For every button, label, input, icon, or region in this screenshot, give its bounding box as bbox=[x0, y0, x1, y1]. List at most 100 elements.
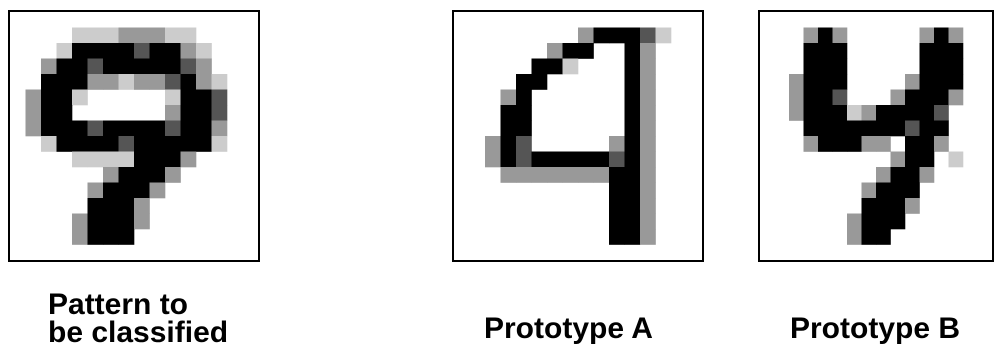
pixel bbox=[516, 151, 532, 168]
pixel bbox=[72, 151, 88, 168]
pixel bbox=[134, 120, 150, 137]
pixel bbox=[211, 105, 228, 121]
pixel bbox=[180, 105, 197, 121]
pixel bbox=[516, 167, 532, 183]
pixel bbox=[87, 229, 104, 245]
prototype-b-bitmap bbox=[789, 27, 964, 245]
pixel bbox=[624, 182, 641, 199]
pixel bbox=[87, 213, 104, 230]
pixel bbox=[624, 120, 641, 137]
pixel bbox=[562, 58, 579, 75]
pixel bbox=[876, 120, 891, 137]
pixel bbox=[165, 89, 181, 106]
pixel bbox=[876, 229, 891, 245]
pixel bbox=[624, 198, 641, 214]
pixel bbox=[103, 43, 119, 59]
pixel bbox=[919, 58, 935, 75]
pixel bbox=[593, 167, 610, 183]
pixel bbox=[180, 27, 197, 44]
pixel bbox=[861, 182, 877, 199]
caption-pattern-line-2: be classified bbox=[48, 316, 229, 349]
pixel bbox=[211, 120, 228, 137]
pixel bbox=[876, 182, 891, 199]
pixel bbox=[25, 105, 42, 121]
pixel bbox=[562, 43, 579, 59]
pixel bbox=[919, 27, 935, 44]
pixel bbox=[919, 74, 935, 90]
pixel bbox=[624, 151, 641, 168]
pixel bbox=[578, 151, 594, 168]
pixel bbox=[818, 136, 833, 152]
pixel bbox=[948, 43, 964, 59]
pixel bbox=[890, 151, 906, 168]
pixel bbox=[640, 43, 656, 59]
pixel bbox=[118, 198, 135, 214]
pixel bbox=[905, 182, 920, 199]
pixel bbox=[609, 167, 625, 183]
pixel bbox=[196, 58, 212, 75]
pixel bbox=[624, 74, 641, 90]
pixel bbox=[609, 151, 625, 168]
pixel bbox=[640, 198, 656, 214]
pixel bbox=[640, 213, 656, 230]
pixel bbox=[890, 213, 906, 230]
pixel bbox=[934, 89, 949, 106]
pixel bbox=[165, 43, 181, 59]
pixel bbox=[948, 151, 964, 168]
pixel bbox=[609, 27, 625, 44]
pixel bbox=[803, 136, 819, 152]
pixel bbox=[531, 151, 548, 168]
pixel bbox=[919, 136, 935, 152]
pixel bbox=[861, 229, 877, 245]
pixel bbox=[919, 151, 935, 168]
pixel bbox=[72, 229, 88, 245]
pixel bbox=[832, 74, 848, 90]
pixel bbox=[919, 120, 935, 137]
pixel bbox=[905, 151, 920, 168]
pixel bbox=[832, 43, 848, 59]
caption-pattern-line-1: Pattern to bbox=[48, 288, 189, 321]
pixel bbox=[196, 105, 212, 121]
pixel bbox=[861, 213, 877, 230]
pixel bbox=[905, 120, 920, 137]
pixel bbox=[876, 213, 891, 230]
pixel bbox=[803, 120, 819, 137]
pixel bbox=[640, 167, 656, 183]
pixel bbox=[87, 120, 104, 137]
pixel bbox=[609, 182, 625, 199]
pixel bbox=[919, 167, 935, 183]
pixel bbox=[547, 151, 563, 168]
pixel bbox=[56, 74, 73, 90]
pixel bbox=[87, 27, 104, 44]
pixel bbox=[847, 213, 862, 230]
pixel bbox=[103, 151, 119, 168]
pixel bbox=[905, 198, 920, 214]
pixel bbox=[818, 58, 833, 75]
pixel bbox=[25, 89, 42, 106]
pixel bbox=[640, 151, 656, 168]
pixel bbox=[149, 58, 166, 75]
pixel bbox=[876, 105, 891, 121]
pixel bbox=[905, 74, 920, 90]
pixel bbox=[640, 89, 656, 106]
pixel bbox=[818, 74, 833, 90]
pixel bbox=[149, 151, 166, 168]
pixel bbox=[516, 89, 532, 106]
pixel bbox=[56, 58, 73, 75]
pixel bbox=[890, 182, 906, 199]
pixel bbox=[640, 120, 656, 137]
pixel bbox=[500, 151, 517, 168]
pixel bbox=[72, 89, 88, 106]
pixel bbox=[516, 74, 532, 90]
pixel bbox=[87, 74, 104, 90]
pixel bbox=[890, 198, 906, 214]
pixel bbox=[624, 105, 641, 121]
pixel bbox=[919, 105, 935, 121]
pixel bbox=[41, 58, 57, 75]
pixel bbox=[803, 43, 819, 59]
pixel bbox=[72, 74, 88, 90]
pixel bbox=[134, 182, 150, 199]
pattern-to-classify-image bbox=[8, 10, 260, 262]
pixel bbox=[56, 43, 73, 59]
pixel bbox=[847, 105, 862, 121]
